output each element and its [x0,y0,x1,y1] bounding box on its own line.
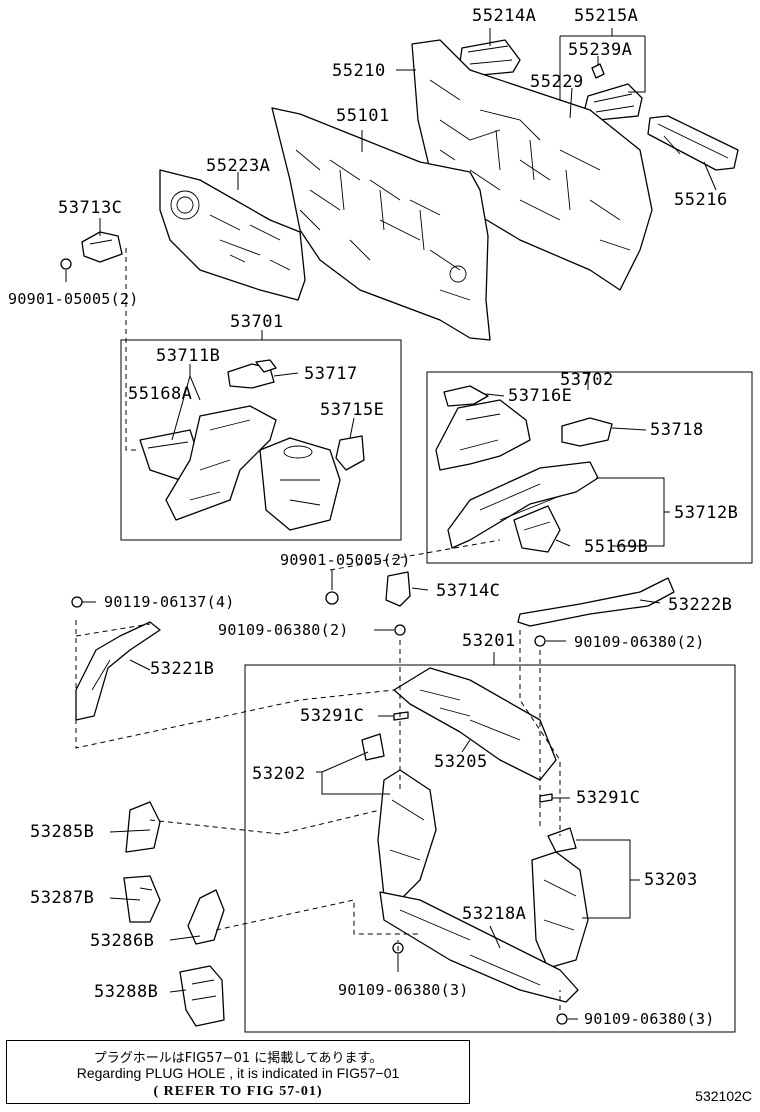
label-53203: 53203 [644,870,698,890]
part-53218A [379,891,579,1003]
label-90109-06380-c: 90109-06380(3) [338,981,469,999]
part-53221B [75,621,161,721]
label-53701: 53701 [230,312,284,332]
label-90109-06380-d: 90109-06380(3) [584,1010,715,1028]
label-55101: 55101 [336,106,390,126]
part-53714C [385,571,411,607]
label-55168A: 55168A [128,384,193,404]
label-55214A: 55214A [472,6,537,26]
part-55216 [647,115,739,171]
label-53713C: 53713C [58,198,123,218]
part-53287B [123,875,161,923]
label-53221B: 53221B [150,659,215,679]
part-53203 [531,827,589,969]
part-53285B [125,801,161,853]
part-53202 [361,733,437,901]
label-55215A: 55215A [574,6,639,26]
part-53205 [393,667,557,781]
label-90901-05005-b: 90901-05005(2) [280,551,411,569]
note-line-english: Regarding PLUG HOLE , it is indicated in… [76,1065,400,1081]
bolt-90119-06137 [71,596,83,608]
label-55216: 55216 [674,190,728,210]
part-53286B [187,889,225,945]
part-55239A [591,63,605,79]
part-53718 [561,417,613,447]
label-55229: 55229 [530,72,584,92]
label-53285B: 53285B [30,822,95,842]
part-suspension-tower [259,437,341,531]
label-53717: 53717 [304,364,358,384]
bolt-90901-05005-b [325,591,339,605]
label-53702: 53702 [560,370,614,390]
part-53291C-b [539,793,553,803]
bolt-90109-06380-d [556,1013,568,1025]
part-53291C-a [393,711,409,721]
part-53713C [81,231,123,263]
bolt-90109-06380-b [534,635,546,647]
label-53218A: 53218A [462,904,527,924]
part-53717 [255,359,277,373]
label-53711B: 53711B [156,346,221,366]
part-53715E [335,435,365,471]
label-55169B: 55169B [584,537,649,557]
label-53205: 53205 [434,752,488,772]
note-line-japanese: プラグホールはFIG57−01 に掲載してあります。 [93,1051,383,1066]
bolt-90109-06380-a [394,624,406,636]
label-55239A: 55239A [568,40,633,60]
label-53291C-b: 53291C [576,788,641,808]
part-53716E [443,385,489,407]
bolt-90901-05005-a [60,258,72,270]
label-53714C: 53714C [436,581,501,601]
group-box-53701 [120,339,402,541]
group-box-53201 [244,664,736,1033]
label-90119-06137: 90119-06137(4) [104,593,235,611]
leader-lines [65,28,717,1020]
label-53222B: 53222B [668,595,733,615]
part-55169B [513,505,561,553]
label-90109-06380-b: 90109-06380(2) [574,633,705,651]
label-53715E: 53715E [320,400,385,420]
note-line-refer: ( REFER TO FIG 57-01) [153,1084,323,1099]
label-53291C-a: 53291C [300,706,365,726]
label-53287B: 53287B [30,888,95,908]
label-90109-06380-a: 90109-06380(2) [218,621,349,639]
part-53712B [447,461,599,549]
figure-id: 532102C [695,1088,752,1104]
plug-hole-note: プラグホールはFIG57−01 に掲載してあります。 Regarding PLU… [6,1040,470,1104]
label-55223A: 55223A [206,156,271,176]
part-53711B-apron [165,405,277,521]
label-53716E: 53716E [508,386,573,406]
part-53222B [517,577,675,627]
label-53712B: 53712B [674,503,739,523]
label-53718: 53718 [650,420,704,440]
label-53201: 53201 [462,631,516,651]
label-53286B: 53286B [90,931,155,951]
label-53288B: 53288B [94,982,159,1002]
part-55101 [271,107,491,341]
label-53202: 53202 [252,764,306,784]
assembly-dashed-lines [75,248,561,1010]
label-55210: 55210 [332,61,386,81]
part-53288B [179,965,225,1027]
group-box-53702 [426,371,753,564]
label-90901-05005-a: 90901-05005(2) [8,290,139,308]
part-53702-apron [435,399,531,471]
part-55223A [159,169,306,301]
